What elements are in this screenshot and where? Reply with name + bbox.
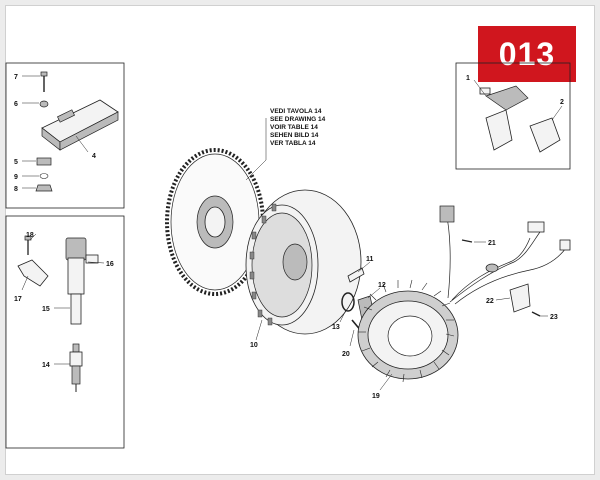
page-number-badge: 013 bbox=[478, 26, 576, 82]
label-1: 1 bbox=[466, 75, 470, 82]
label-20: 20 bbox=[342, 351, 350, 358]
sensor-assembly bbox=[479, 85, 529, 151]
stator-wiring-harness bbox=[445, 211, 567, 305]
label-22: 22 bbox=[486, 298, 494, 305]
ecu-bolt bbox=[40, 71, 48, 92]
note-leader bbox=[245, 118, 267, 181]
sensor-cover bbox=[529, 117, 561, 153]
label-11: 11 bbox=[366, 256, 374, 263]
woodruff-key bbox=[347, 267, 365, 283]
ecu-grommet bbox=[36, 157, 52, 166]
ecu-washer bbox=[39, 100, 49, 108]
label-6: 6 bbox=[14, 101, 18, 108]
connector-2pin bbox=[559, 239, 571, 251]
flywheel-rotor bbox=[245, 189, 362, 335]
flywheel-washer bbox=[341, 292, 355, 312]
inset-box-ignition-coil bbox=[5, 215, 125, 449]
ignition-coil bbox=[65, 237, 99, 325]
inset-box-ecu bbox=[5, 62, 125, 209]
pickup-screw bbox=[461, 239, 473, 243]
label-12: 12 bbox=[378, 282, 386, 289]
bracket-screw bbox=[24, 235, 32, 255]
note-line-4: SEHEN BILD 14 bbox=[270, 132, 319, 139]
label-15: 15 bbox=[42, 306, 50, 313]
pickup-connector bbox=[439, 205, 455, 223]
stator bbox=[357, 279, 459, 383]
cable-clamp bbox=[509, 283, 531, 313]
spark-plug bbox=[69, 343, 83, 392]
label-5: 5 bbox=[14, 159, 18, 166]
label-19: 19 bbox=[372, 393, 380, 400]
ignition-bracket bbox=[17, 259, 49, 287]
label-14: 14 bbox=[42, 362, 50, 369]
label-4: 4 bbox=[92, 153, 96, 160]
label-21: 21 bbox=[488, 240, 496, 247]
ecu-nut bbox=[35, 184, 53, 192]
label-23: 23 bbox=[550, 314, 558, 321]
label-16: 16 bbox=[106, 261, 114, 268]
label-7: 7 bbox=[14, 74, 18, 81]
label-9: 9 bbox=[14, 174, 18, 181]
label-8: 8 bbox=[14, 186, 18, 193]
inset-box-sensor bbox=[455, 62, 571, 170]
ecu-spacer bbox=[39, 173, 49, 179]
ecu-module bbox=[41, 99, 119, 151]
label-13: 13 bbox=[332, 324, 340, 331]
note-line-5: VER TABLA 14 bbox=[270, 140, 316, 147]
label-17: 17 bbox=[14, 296, 22, 303]
clamp-screw bbox=[531, 311, 541, 317]
label-18: 18 bbox=[26, 232, 34, 239]
note-line-2: SEE DRAWING 14 bbox=[270, 116, 326, 123]
connector-3pin bbox=[527, 221, 545, 233]
label-10: 10 bbox=[250, 342, 258, 349]
leader-lines bbox=[21, 75, 563, 391]
note-line-1: VEDI TAVOLA 14 bbox=[270, 108, 322, 115]
note-line-3: VOIR TABLE 14 bbox=[270, 124, 318, 131]
label-2: 2 bbox=[560, 99, 564, 106]
